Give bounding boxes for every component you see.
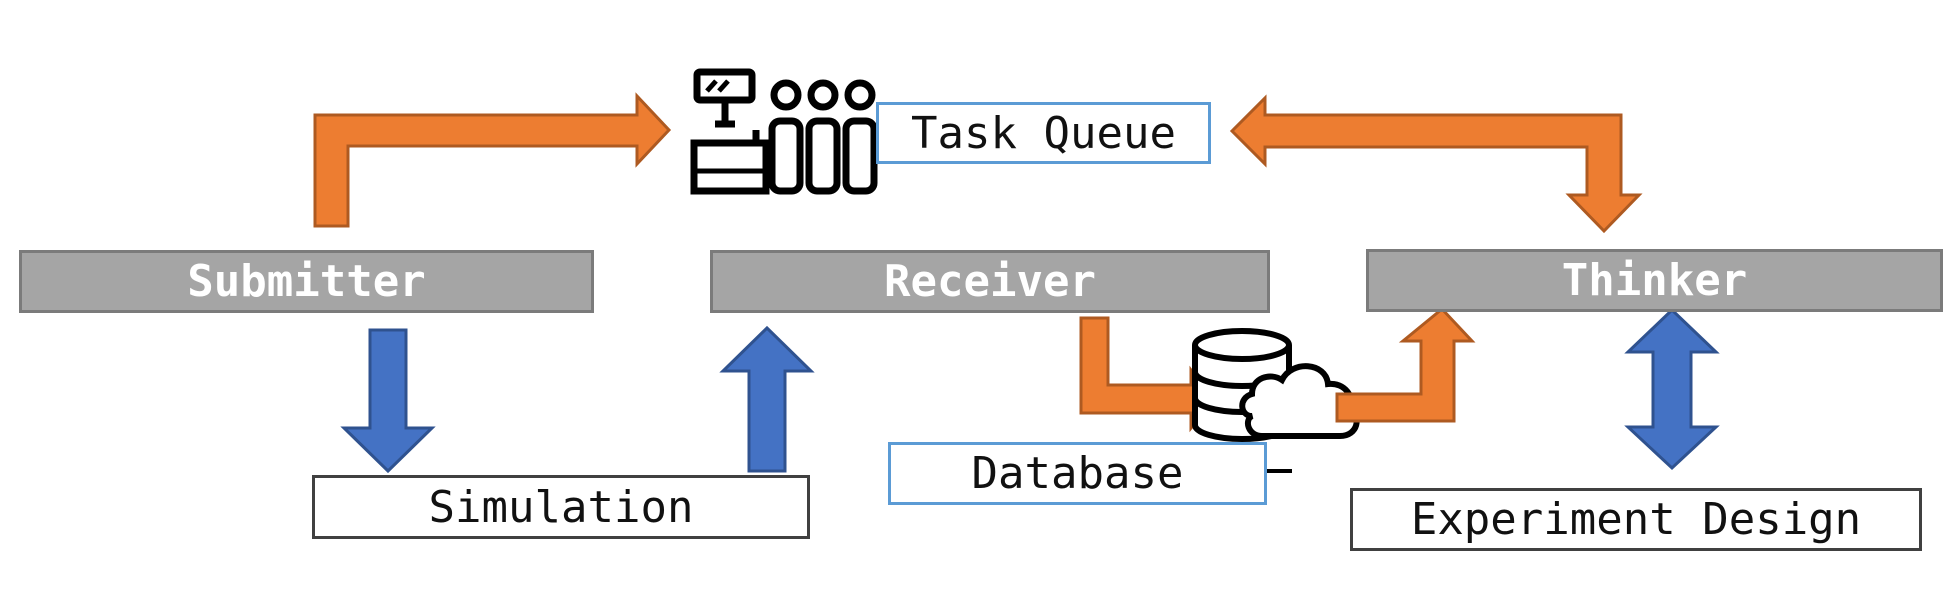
thinker-design-arrow [1624, 307, 1720, 471]
submitter-to-queue-arrow [313, 92, 672, 228]
database-to-thinker-arrow [1335, 306, 1476, 423]
queue-thinker-arrow [1229, 94, 1643, 234]
submitter-node: Submitter [19, 250, 594, 313]
thinker-node: Thinker [1366, 249, 1943, 312]
simulation-to-receiver-arrow [719, 325, 815, 473]
experiment-design-label: Experiment Design [1350, 488, 1922, 551]
task-queue-label: Task Queue [876, 102, 1211, 164]
cash-register-queue-icon [690, 68, 878, 195]
receiver-node: Receiver [710, 250, 1270, 313]
submitter-to-simulation-arrow [340, 328, 436, 474]
simulation-label: Simulation [312, 475, 810, 539]
database-label: Database [888, 442, 1267, 505]
database-cloud-icon [1192, 328, 1360, 473]
